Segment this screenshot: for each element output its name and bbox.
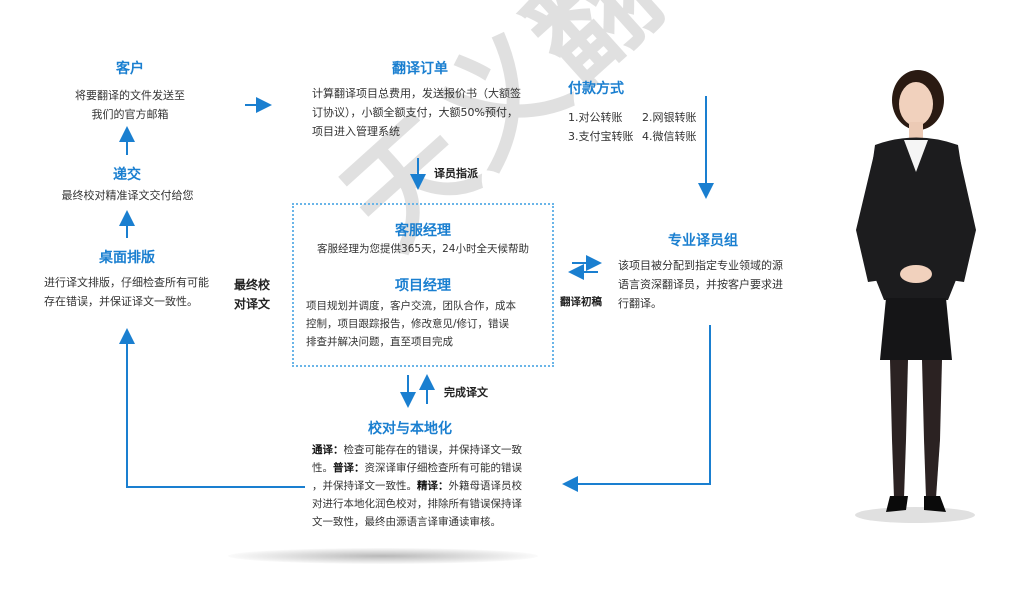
management-box: [292, 203, 554, 367]
pm-line: 控制，项目跟踪报告，修改意见/修订，错误: [306, 318, 510, 330]
team-line: 该项目被分配到指定专业领域的源: [618, 259, 783, 272]
proofread-desc: 文一致性，最终由源语言译审通读审核。: [312, 516, 501, 528]
proofread-level: 精译：: [417, 480, 449, 492]
proofread-desc: ，并保持译文一致性。: [312, 480, 417, 492]
order-title: 翻译订单: [392, 61, 448, 77]
proofread-level: 普译：: [333, 462, 365, 474]
payment-item: 4.微信转账: [642, 130, 697, 143]
first-draft-label: 翻译初稿: [560, 296, 602, 308]
team-line: 行翻译。: [618, 297, 662, 310]
project-manager-text: 项目规划并调度，客户交流，团队合作，成本 控制，项目跟踪报告，修改意见/修订，错…: [306, 297, 550, 351]
customer-text: 将要翻译的文件发送至 我们的官方邮箱: [60, 86, 200, 124]
submit-title: 递交: [113, 167, 141, 183]
proofread-desc: 性。: [312, 462, 333, 474]
order-line: 订协议），小额全额支付，大额50%预付，: [312, 106, 518, 119]
cs-manager-title: 客服经理: [395, 223, 451, 239]
assign-label: 译员指派: [434, 167, 478, 180]
dtp-text: 进行译文排版，仔细检查所有可能 存在错误，并保证译文一致性。: [44, 273, 229, 311]
final-proof-line: 最终校: [234, 278, 271, 292]
proofread-desc: 检查可能存在的错误，并保持译文一致: [343, 444, 523, 456]
customer-line: 将要翻译的文件发送至: [75, 89, 185, 102]
arrow-proofread-dtp: [119, 328, 305, 488]
dtp-line: 存在错误，并保证译文一致性。: [44, 295, 198, 308]
final-proof-label: 最终校 对译文: [234, 276, 270, 314]
customer-title: 客户: [116, 61, 144, 77]
floor-shadow: [228, 548, 538, 564]
cs-manager-text: 客服经理为您提供365天，24小时全天候帮助: [317, 243, 529, 255]
payment-item: 2.网银转账: [642, 111, 697, 124]
team-line: 语言资深翻译员，并按客户要求进: [618, 278, 783, 291]
complete-label: 完成译文: [444, 386, 488, 399]
project-manager-title: 项目经理: [395, 278, 451, 294]
businesswoman-image: [855, 70, 976, 523]
payment-list: 1.对公转账 2.网银转账 3.支付宝转账 4.微信转账: [568, 108, 708, 146]
order-text: 计算翻译项目总费用，发送报价书（大额签 订协议），小额全额支付，大额50%预付，…: [312, 84, 552, 141]
proofread-desc: 资深译审仔细检查所有可能的错误: [364, 462, 523, 474]
dtp-title: 桌面排版: [99, 250, 155, 266]
arrow-team-proofread: [562, 325, 711, 492]
proofread-desc: 对进行本地化润色校对，排除所有错误保持译: [312, 498, 522, 510]
order-line: 计算翻译项目总费用，发送报价书（大额签: [312, 87, 521, 100]
proofread-text: 通译：检查可能存在的错误，并保持译文一致 性。普译：资深译审仔细检查所有可能的错…: [312, 441, 557, 531]
pm-line: 项目规划并调度，客户交流，团队合作，成本: [306, 300, 516, 312]
dtp-line: 进行译文排版，仔细检查所有可能: [44, 276, 209, 289]
payment-item: 3.支付宝转账: [568, 130, 634, 143]
proofread-title: 校对与本地化: [368, 421, 452, 437]
payment-title: 付款方式: [568, 81, 624, 97]
proofread-desc: 外籍母语译员校: [448, 480, 523, 492]
customer-line: 我们的官方邮箱: [91, 108, 169, 121]
order-line: 项目进入管理系统: [312, 125, 400, 138]
translator-team-title: 专业译员组: [668, 233, 738, 249]
proofread-level: 通译：: [312, 444, 344, 456]
translator-team-text: 该项目被分配到指定专业领域的源 语言资深翻译员，并按客户要求进 行翻译。: [618, 256, 808, 313]
final-proof-line: 对译文: [234, 297, 271, 311]
pm-line: 排查并解决问题，直至项目完成: [306, 336, 453, 348]
submit-text: 最终校对精准译文交付给您: [61, 189, 194, 202]
payment-item: 1.对公转账: [568, 111, 623, 124]
